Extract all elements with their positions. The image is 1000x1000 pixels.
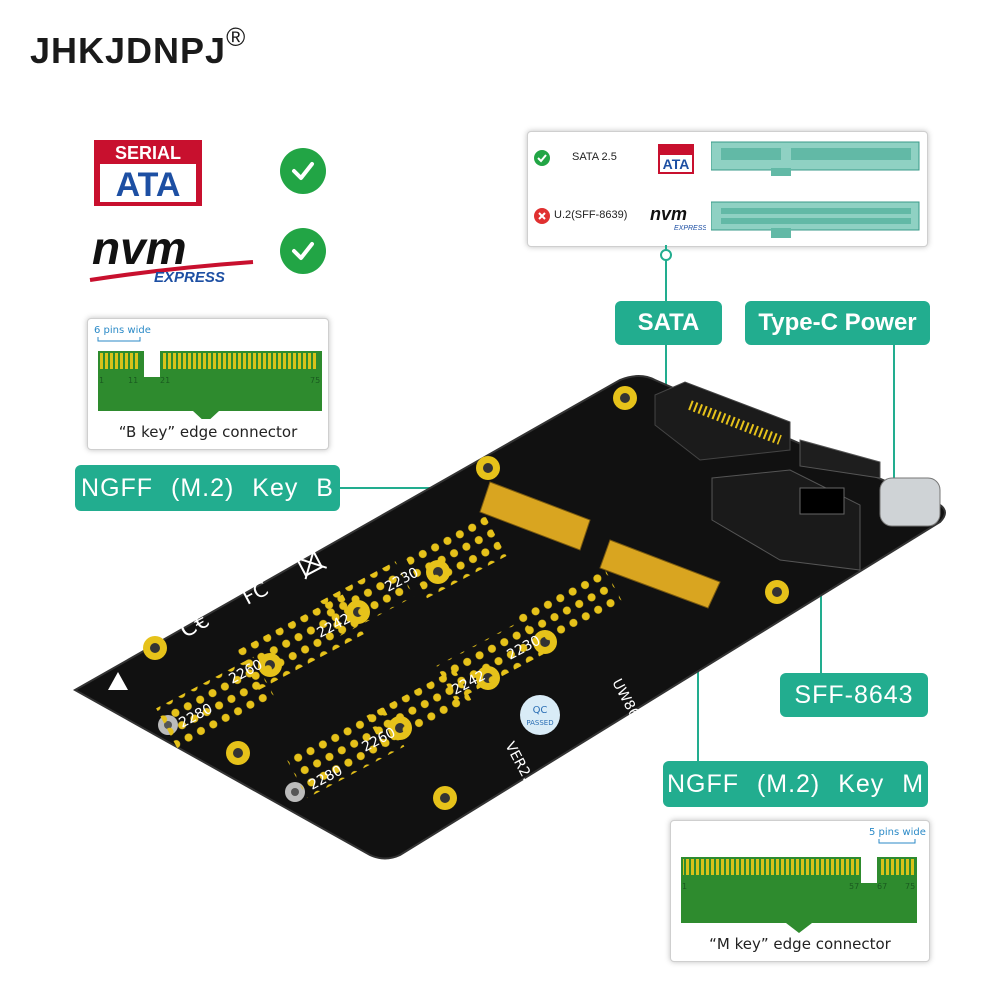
type-c-port bbox=[879, 477, 941, 527]
nvm-logo-express: EXPRESS bbox=[154, 269, 225, 286]
qc-sticker bbox=[520, 695, 560, 735]
compat-card: SATA 2.5 ATA U.2(SFF-8639) nvm EXPRESS bbox=[527, 131, 928, 247]
sata-callout-dot bbox=[660, 249, 672, 261]
cross-icon bbox=[534, 208, 550, 229]
compat-row-u2-label: U.2(SFF-8639) bbox=[554, 209, 628, 221]
typec-callout-line bbox=[893, 345, 895, 493]
m2-key-m-slot bbox=[599, 539, 721, 609]
compat-sata-logo: ATA bbox=[658, 144, 694, 179]
svg-text:ATA: ATA bbox=[663, 156, 690, 172]
nvm-logo-text: nvm bbox=[92, 222, 187, 274]
m-key-pin-1: 1 bbox=[682, 882, 687, 891]
sata-logo-bottom: ATA bbox=[116, 166, 181, 204]
check-icon bbox=[280, 148, 326, 194]
m-key-pin-75: 75 bbox=[905, 882, 915, 891]
sata-connector-graphic bbox=[710, 138, 921, 183]
b-key-pin-21: 21 bbox=[160, 376, 170, 385]
qc-text: QC bbox=[533, 705, 548, 716]
brand-text: JHKJDNPJ bbox=[30, 30, 227, 71]
svg-text:EXPRESS: EXPRESS bbox=[674, 225, 706, 232]
m-key-pin-67: 67 bbox=[877, 882, 887, 891]
check-icon bbox=[534, 150, 550, 171]
sff-callout-line bbox=[820, 560, 822, 673]
b-key-card: 6 pins wide 1 11 21 75 “B key” edge conn… bbox=[87, 318, 329, 450]
label-sata: SATA bbox=[615, 301, 722, 345]
compat-row-sata-label: SATA 2.5 bbox=[572, 151, 617, 163]
sata-callout-line-lower bbox=[665, 345, 667, 393]
nvm-express-logo-graphic: nvm EXPRESS bbox=[89, 222, 254, 286]
label-ngff-key-m: NGFF (M.2) Key M bbox=[663, 761, 928, 807]
compat-nvm-logo: nvm EXPRESS bbox=[650, 202, 707, 237]
m-key-pin-57: 57 bbox=[849, 882, 859, 891]
nvm-express-logo: nvm EXPRESS bbox=[88, 222, 258, 292]
b-key-diagram: 6 pins wide 1 11 21 75 bbox=[94, 325, 322, 419]
sata-callout-line bbox=[665, 245, 667, 301]
b-key-pin-75: 75 bbox=[310, 376, 320, 385]
b-key-pin-11: 11 bbox=[128, 376, 138, 385]
registered-mark: ® bbox=[226, 22, 247, 52]
label-ngff-key-b: NGFF (M.2) Key B bbox=[75, 465, 340, 511]
m2-key-b-slot bbox=[479, 481, 591, 551]
serial-ata-logo-graphic: SERIAL ATA bbox=[94, 140, 202, 206]
b-key-pin-1: 1 bbox=[99, 376, 104, 385]
b-key-note: 6 pins wide bbox=[94, 325, 151, 336]
m-key-diagram: 5 pins wide 1 57 67 75 bbox=[681, 827, 926, 933]
m-key-caption: “M key” edge connector bbox=[709, 935, 891, 953]
ngff-b-callout-line bbox=[340, 487, 500, 489]
warning-icon bbox=[108, 672, 128, 690]
svg-text:nvm: nvm bbox=[650, 204, 687, 224]
label-type-c-power: Type-C Power bbox=[745, 301, 930, 345]
check-icon bbox=[280, 228, 326, 274]
u2-connector-graphic bbox=[710, 198, 921, 247]
ngff-m-callout-line bbox=[697, 628, 699, 761]
sata-logo-top: SERIAL bbox=[115, 143, 181, 163]
serial-ata-logo: SERIAL ATA bbox=[94, 140, 202, 206]
weee-icon bbox=[293, 545, 328, 580]
b-key-caption: “B key” edge connector bbox=[118, 423, 298, 441]
m-key-note: 5 pins wide bbox=[869, 827, 926, 838]
passed-text: PASSED bbox=[526, 719, 553, 727]
brand-name: JHKJDNPJ® bbox=[30, 22, 246, 72]
label-sff-8643: SFF-8643 bbox=[780, 673, 928, 717]
m-key-card: 5 pins wide 1 57 67 75 “M key” edge conn… bbox=[670, 820, 930, 962]
